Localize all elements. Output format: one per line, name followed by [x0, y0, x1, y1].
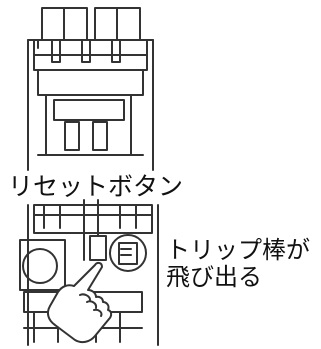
pointing-hand-icon: [46, 261, 113, 344]
reset-button[interactable]: [89, 235, 107, 261]
reset-button-leader: [83, 199, 99, 261]
trip-bar-label-line1: トリップ棒が: [166, 236, 310, 264]
trip-bar-icon: [109, 234, 147, 272]
reset-button-label: リセットボタン: [8, 172, 183, 201]
device-upper-body: [27, 7, 154, 171]
trip-bar-label-line2: 飛び出る: [166, 263, 262, 291]
